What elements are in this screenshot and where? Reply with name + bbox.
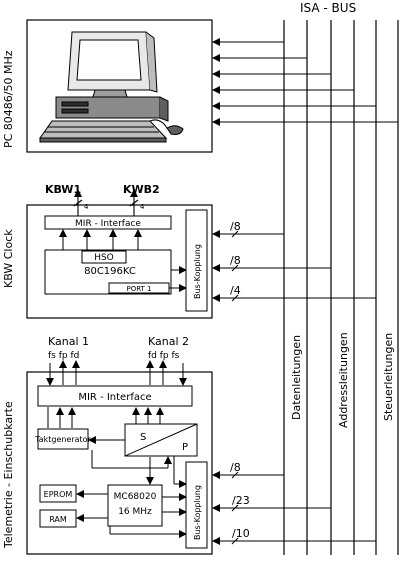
tel-cpu-freq: 16 MHz bbox=[118, 507, 152, 517]
kbw-ctrl-width: /4 bbox=[230, 284, 241, 297]
ctrl-lines-bg bbox=[379, 318, 396, 426]
ram-box bbox=[39, 509, 77, 528]
sp-s-label: S bbox=[140, 432, 146, 443]
kbw-output-arrows bbox=[73, 189, 139, 216]
ram-label: RAM bbox=[49, 515, 67, 524]
kwb2-output-label: KWB2 bbox=[123, 183, 160, 196]
sp-converter-diagonal bbox=[124, 423, 198, 457]
ctrl-lines-label: Steuerleitungen bbox=[382, 333, 395, 421]
tel-bus-coupling-box bbox=[185, 461, 208, 549]
tel-cpu-box bbox=[107, 484, 163, 527]
kbw-mir-arrows bbox=[59, 229, 142, 250]
kbw-hso-box bbox=[81, 250, 127, 264]
kbw1-width: 4 bbox=[84, 203, 89, 211]
kbw2-width: 4 bbox=[140, 203, 145, 211]
kanal1-label: Kanal 1 bbox=[48, 335, 89, 348]
tel-internal-links bbox=[76, 436, 187, 538]
sp-p-label: P bbox=[182, 442, 188, 453]
data-lines-bg bbox=[287, 317, 304, 425]
kbw-mir-interface-label: MIR - Interface bbox=[75, 219, 141, 229]
kanal2-signals: fd fp fs bbox=[148, 351, 180, 361]
eprom-box bbox=[39, 484, 77, 503]
tel-mir-interface-label: MIR - Interface bbox=[78, 392, 151, 403]
kbw1-output-label: KBW1 bbox=[45, 183, 81, 196]
tel-addr-width: /23 bbox=[232, 494, 250, 507]
eprom-label: EPROM bbox=[44, 490, 73, 499]
kanal1-signals: fs fp fd bbox=[48, 351, 79, 361]
tel-bus-arrows bbox=[212, 471, 376, 545]
addr-lines-label: Addressleitungen bbox=[337, 332, 350, 428]
computer-icon bbox=[39, 31, 184, 143]
tel-bus-coupling-label: Bus-Kopplung bbox=[193, 485, 202, 540]
tel-cpu-label: MC68020 bbox=[114, 492, 157, 502]
tel-box bbox=[26, 371, 213, 555]
taktgenerator-label: Taktgenerator bbox=[34, 435, 91, 444]
kbw-bus-coupling-label: Bus-Kopplung bbox=[193, 244, 202, 299]
isa-bus-lines bbox=[283, 20, 399, 555]
isa-bus-title: ISA - BUS bbox=[300, 1, 356, 15]
kbw-box bbox=[26, 204, 213, 319]
pc-bus-arrows bbox=[212, 38, 398, 126]
addr-lines-bg bbox=[334, 313, 351, 433]
tel-data-width: /8 bbox=[230, 461, 241, 474]
kbw-bus-arrows bbox=[212, 230, 376, 302]
data-lines-label: Datenleitungen bbox=[290, 335, 303, 420]
kbw-cpu-label: 80C196KC bbox=[84, 266, 136, 277]
tel-section-label: Telemetrie - Einschubkarte bbox=[2, 401, 15, 549]
kbw-mir-interface-box bbox=[44, 215, 172, 230]
tel-ctrl-width: /10 bbox=[232, 527, 250, 540]
kbw-data-width: /8 bbox=[230, 220, 241, 233]
kbw-addr-width: /8 bbox=[230, 254, 241, 267]
pc-section-label: PC 80486/50 MHz bbox=[2, 50, 15, 148]
kbw-port-label: PORT 1 bbox=[126, 285, 151, 293]
kanal-arrows bbox=[46, 360, 187, 386]
kbw-hso-label: HSO bbox=[94, 253, 114, 263]
tel-mir-interface-box bbox=[37, 385, 193, 407]
kbw-bus-coupling-box bbox=[185, 209, 208, 312]
kanal2-label: Kanal 2 bbox=[148, 335, 189, 348]
kbw-cpu-bus-links bbox=[169, 266, 187, 292]
kbw-section-label: KBW Clock bbox=[2, 229, 15, 288]
